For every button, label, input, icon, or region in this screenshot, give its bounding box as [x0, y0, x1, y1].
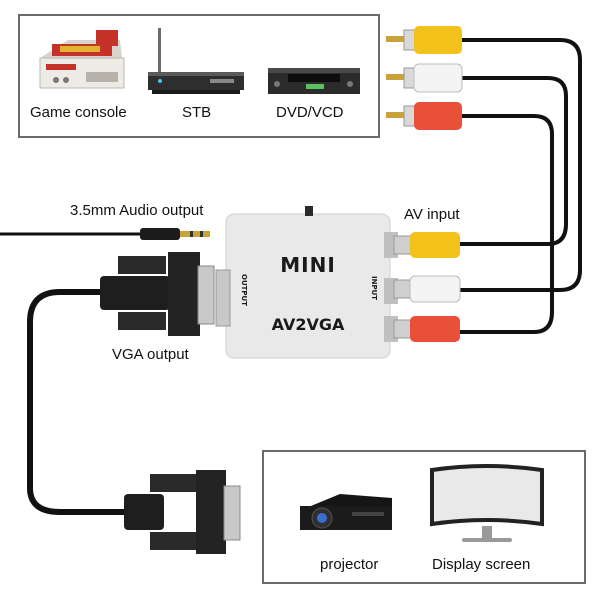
rca-plug-white-top	[386, 63, 463, 93]
rca-plug-red-input	[393, 316, 460, 342]
rca-plug-yellow-input	[393, 232, 460, 258]
source-label-stb: STB	[182, 104, 212, 121]
vga-plug-top	[100, 252, 215, 336]
rca-plug-red-top	[386, 102, 462, 130]
source-label-game-console: Game console	[30, 104, 127, 121]
display-label-projector: projector	[320, 556, 379, 573]
source-label-dvd: DVD/VCD	[276, 104, 344, 121]
rca-plug-yellow-top	[386, 26, 462, 54]
vga-plug-bottom	[124, 470, 241, 554]
converter-model: AV2VGA	[272, 315, 345, 334]
audio-jack-plug	[0, 228, 210, 240]
converter-output-port-label: OUTPUT	[240, 274, 248, 306]
audio-output-label: 3.5mm Audio output	[70, 202, 204, 219]
vga-output-label: VGA output	[112, 346, 189, 363]
monitor-icon	[430, 464, 544, 542]
display-label-screen: Display screen	[432, 556, 531, 573]
rca-plug-white-input	[393, 275, 461, 303]
projector-icon	[300, 494, 392, 530]
dvd-player-icon	[268, 68, 360, 94]
game-console-icon	[39, 30, 125, 89]
converter-brand: MINI	[280, 253, 336, 277]
av-input-label: AV input	[404, 206, 460, 223]
converter-input-port-label: INPUT	[370, 276, 378, 300]
set-top-box-icon	[148, 28, 244, 94]
